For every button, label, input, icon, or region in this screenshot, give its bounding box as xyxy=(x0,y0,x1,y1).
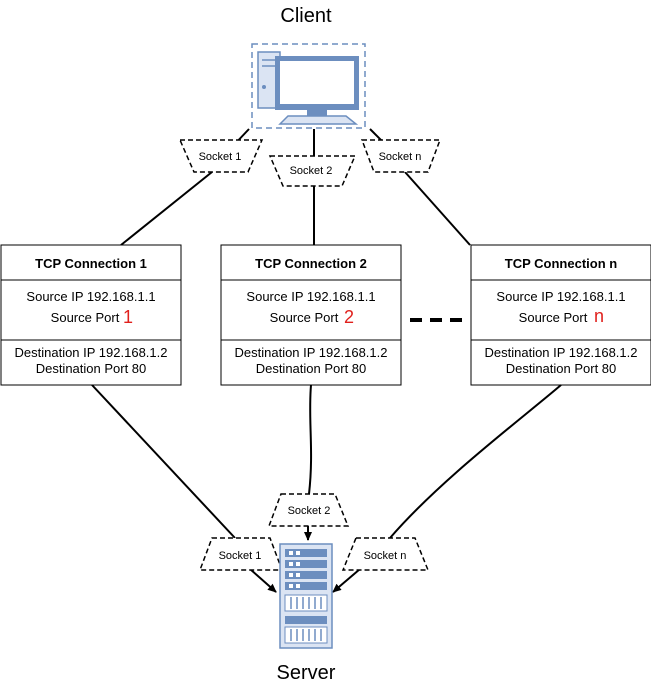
conn-2-source-port-value: 2 xyxy=(344,307,354,327)
conn-n-destination-port: Destination Port 80 xyxy=(506,361,617,376)
conn1-to-server-socket1-line xyxy=(91,384,236,539)
server-socket-1-label: Socket 1 xyxy=(219,550,262,562)
server-socket-2-label: Socket 2 xyxy=(288,505,331,517)
conn-1-title: TCP Connection 1 xyxy=(35,256,147,271)
conn-1-destination-ip: Destination IP 192.168.1.2 xyxy=(15,345,168,360)
conn-1-source-port-label: Source Port xyxy=(51,310,120,325)
conn-1-destination-port: Destination Port 80 xyxy=(36,361,147,376)
conn-2-source-port-label: Source Port xyxy=(270,310,339,325)
socketn-to-connn-line xyxy=(404,171,471,246)
socket1-to-server-arrow xyxy=(249,568,277,593)
tcp-connection-1-box: TCP Connection 1 Source IP 192.168.1.1 S… xyxy=(0,244,182,386)
conn-2-source-ip: Source IP 192.168.1.1 xyxy=(246,289,375,304)
client-socket-1-label: Socket 1 xyxy=(199,151,242,163)
socket1-to-conn1-line xyxy=(120,171,213,246)
client-socket-n-label: Socket n xyxy=(379,151,422,163)
client-socket-1: Socket 1 xyxy=(178,139,264,173)
conn-n-source-port-label: Source Port xyxy=(519,310,588,325)
tcp-connection-2-box: TCP Connection 2 Source IP 192.168.1.1 S… xyxy=(220,244,402,386)
tcp-connection-n-box: TCP Connection n Source IP 192.168.1.1 S… xyxy=(470,244,651,386)
conn-1-source-port-value: 1 xyxy=(123,307,133,327)
conn-1-source-ip: Source IP 192.168.1.1 xyxy=(26,289,155,304)
conn2-to-server-socket2-line xyxy=(308,384,313,495)
conn-2-destination-ip: Destination IP 192.168.1.2 xyxy=(235,345,388,360)
conn-n-source-ip: Source IP 192.168.1.1 xyxy=(496,289,625,304)
client-socket-2: Socket 2 xyxy=(268,155,357,187)
client-socket-n: Socket n xyxy=(360,139,442,173)
conn-n-destination-ip: Destination IP 192.168.1.2 xyxy=(485,345,638,360)
client-socket-2-label: Socket 2 xyxy=(290,165,333,177)
conn-n-title: TCP Connection n xyxy=(505,256,617,271)
server-label: Server xyxy=(277,662,336,684)
server-rack-icon xyxy=(279,543,333,649)
connn-to-server-socketn-line xyxy=(389,384,562,539)
conn-2-title: TCP Connection 2 xyxy=(255,256,367,271)
socketn-to-server-arrow xyxy=(332,568,361,593)
server-socket-n-label: Socket n xyxy=(364,550,407,562)
client-label: Client xyxy=(280,5,332,27)
server-socket-1: Socket 1 xyxy=(198,537,284,571)
client-computer-icon xyxy=(251,43,366,129)
server-socket-n: Socket n xyxy=(341,537,430,571)
conn-2-destination-port: Destination Port 80 xyxy=(256,361,367,376)
conn-n-source-port-value: n xyxy=(594,306,604,326)
server-socket-2: Socket 2 xyxy=(267,493,350,527)
